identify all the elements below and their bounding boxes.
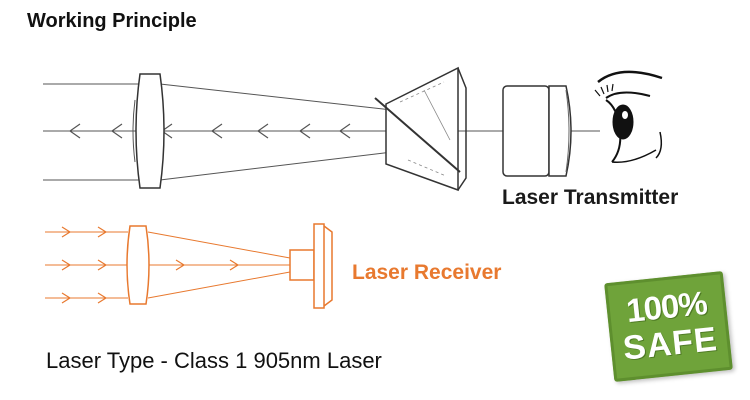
transmitter-arrows <box>68 123 351 139</box>
eyepiece-lens-icon <box>502 85 572 177</box>
receiver-beam <box>45 231 291 299</box>
receiver-sensor-icon <box>289 223 333 309</box>
transmitter-label: Laser Transmitter <box>502 186 679 209</box>
laser-type-caption: Laser Type - Class 1 905nm Laser <box>46 348 382 373</box>
receiver-label: Laser Receiver <box>352 261 502 284</box>
eye-icon <box>594 70 663 163</box>
receiver-arrows <box>61 226 240 304</box>
receiver-lens-icon <box>126 225 150 305</box>
objective-lens-icon <box>132 73 165 189</box>
prism-icon <box>374 66 467 192</box>
page-title: Working Principle <box>27 10 197 32</box>
safe-badge: 100% SAFE <box>604 271 733 382</box>
